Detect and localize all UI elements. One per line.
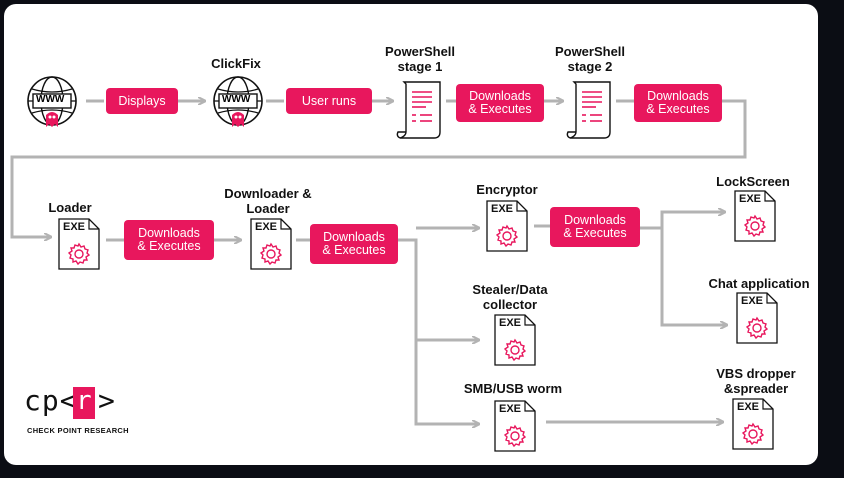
- label-lockscreen: LockScreen: [716, 174, 790, 189]
- pill-displays: Displays: [106, 88, 178, 114]
- label-chat-application: Chat application: [708, 276, 810, 291]
- arrow-lockscreen: [640, 212, 724, 230]
- logo-text-right: >: [98, 384, 116, 417]
- label-vbs-dropper: VBS dropper &spreader: [716, 366, 796, 396]
- label-smb-usb-worm: SMB/USB worm: [463, 381, 563, 396]
- pill-downloads-executes-1: Downloads & Executes: [456, 84, 544, 122]
- exe-label: EXE: [499, 403, 522, 415]
- exe-label: EXE: [255, 221, 278, 233]
- pill-downloads-executes-5: Downloads & Executes: [550, 207, 640, 247]
- exe-file-icon: EXE: [494, 400, 536, 452]
- exe-label: EXE: [491, 203, 514, 215]
- label-powershell-stage-2: PowerShell stage 2: [554, 44, 626, 74]
- label-powershell-stage-1: PowerShell stage 1: [384, 44, 456, 74]
- label-downloader-loader: Downloader & Loader: [224, 186, 312, 216]
- exe-file-icon: EXE: [736, 292, 778, 344]
- logo-r: r: [76, 386, 92, 416]
- arrow-chat: [660, 228, 726, 325]
- exe-label: EXE: [499, 317, 522, 329]
- pill-downloads-executes-4: Downloads & Executes: [310, 224, 398, 264]
- script-scroll-icon: [396, 78, 446, 142]
- logo-subtitle: CHECK POINT RESEARCH: [27, 426, 129, 435]
- exe-label: EXE: [737, 401, 760, 413]
- exe-label: EXE: [739, 193, 762, 205]
- exe-file-icon: EXE: [486, 200, 528, 252]
- arrow-wrap: [10, 99, 747, 237]
- exe-file-icon: EXE: [732, 398, 774, 450]
- exe-label: EXE: [741, 295, 764, 307]
- exe-file-icon: EXE: [494, 314, 536, 366]
- label-encryptor: Encryptor: [476, 182, 538, 197]
- browser-globe-icon: WWW: [24, 73, 80, 129]
- label-loader: Loader: [48, 200, 92, 215]
- exe-file-icon: EXE: [58, 218, 100, 270]
- exe-file-icon: EXE: [250, 218, 292, 270]
- logo-r-box: r: [73, 386, 95, 419]
- script-scroll-icon: [566, 78, 616, 142]
- pill-downloads-executes-2: Downloads & Executes: [634, 84, 722, 122]
- exe-label: EXE: [63, 221, 86, 233]
- pill-downloads-executes-3: Downloads & Executes: [124, 220, 214, 260]
- pill-user-runs: User runs: [286, 88, 372, 114]
- label-clickfix: ClickFix: [211, 56, 261, 71]
- arrow-branch-worm: [398, 238, 478, 424]
- logo-text-left: cp<: [24, 384, 78, 417]
- check-point-research-logo: cp< r > CHECK POINT RESEARCH: [24, 384, 134, 440]
- www-text: WWW: [222, 94, 251, 105]
- exe-file-icon: EXE: [734, 190, 776, 242]
- label-stealer-data-collector: Stealer/Data collector: [472, 282, 548, 312]
- www-text: WWW: [36, 94, 65, 105]
- browser-globe-icon: WWW: [210, 73, 266, 129]
